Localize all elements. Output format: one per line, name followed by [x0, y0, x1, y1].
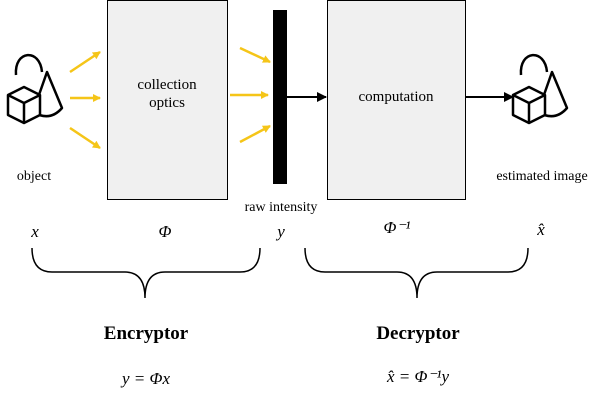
decryptor-equation: x̂ = Φ⁻¹y — [386, 367, 450, 386]
symbol-y: y — [277, 222, 285, 241]
input-rays — [69, 50, 101, 150]
output-rays — [230, 46, 271, 144]
decryptor-brace — [304, 247, 529, 299]
object-label: object — [16, 169, 52, 184]
estimated-image-label: estimated image — [496, 169, 588, 184]
symbol-x-hat: x̂ — [537, 220, 545, 239]
symbol-phi-inverse: Φ⁻¹ — [383, 218, 411, 237]
collection-optics-box — [107, 0, 228, 200]
encryptor-brace — [31, 247, 261, 299]
estimated-image-icon — [511, 53, 569, 125]
object-icon — [6, 53, 64, 125]
collection-optics-label: collection optics — [137, 76, 196, 112]
computation-box — [327, 0, 466, 200]
collection-optics-line1: collection — [137, 77, 197, 93]
raw-intensity-label: raw intensity — [244, 200, 318, 215]
computation-label: computation — [358, 89, 434, 105]
encryptor-title: Encryptor — [103, 323, 189, 344]
sensor-bar — [273, 10, 287, 184]
decryptor-title: Decryptor — [376, 323, 460, 344]
collection-optics-line2: optics — [149, 95, 185, 111]
symbol-phi: Φ — [158, 222, 172, 241]
encryptor-equation: y = Φx — [121, 369, 171, 388]
symbol-x: x — [31, 222, 39, 241]
